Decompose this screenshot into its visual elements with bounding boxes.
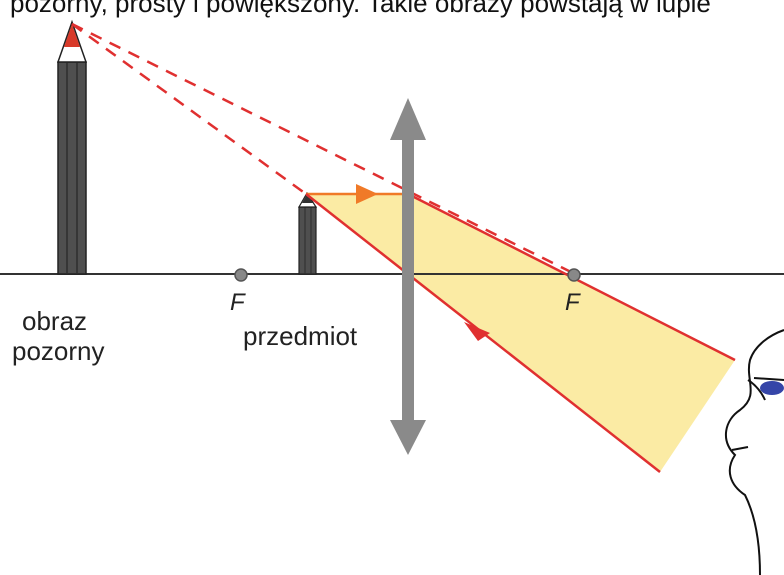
dashed-ray-lower: [71, 22, 307, 196]
pencil-virtual-image-icon: [56, 19, 88, 275]
converging-lens-icon: [390, 98, 426, 455]
object-label: przedmiot: [243, 321, 358, 351]
virtual-image-label-line2: pozorny: [12, 336, 105, 366]
central-ray-arrow: [464, 322, 490, 341]
light-beam: [306, 194, 735, 472]
focus-left-label: F: [230, 289, 246, 316]
focus-point-right: [567, 268, 581, 282]
caption-text: pozorny, prosty i powiększony. Takie obr…: [10, 0, 711, 18]
dashed-ray-upper: [71, 22, 576, 276]
observer-face-icon: [725, 329, 784, 575]
eye-lid-line: [753, 377, 784, 381]
parallel-ray-arrow: [356, 184, 378, 204]
eye-iris-icon: [760, 381, 784, 395]
virtual-image-label-line1: obraz: [22, 306, 87, 336]
focus-point-left: [234, 268, 248, 282]
pencil-object-icon: [297, 191, 318, 275]
focus-right-label: F: [565, 289, 581, 316]
